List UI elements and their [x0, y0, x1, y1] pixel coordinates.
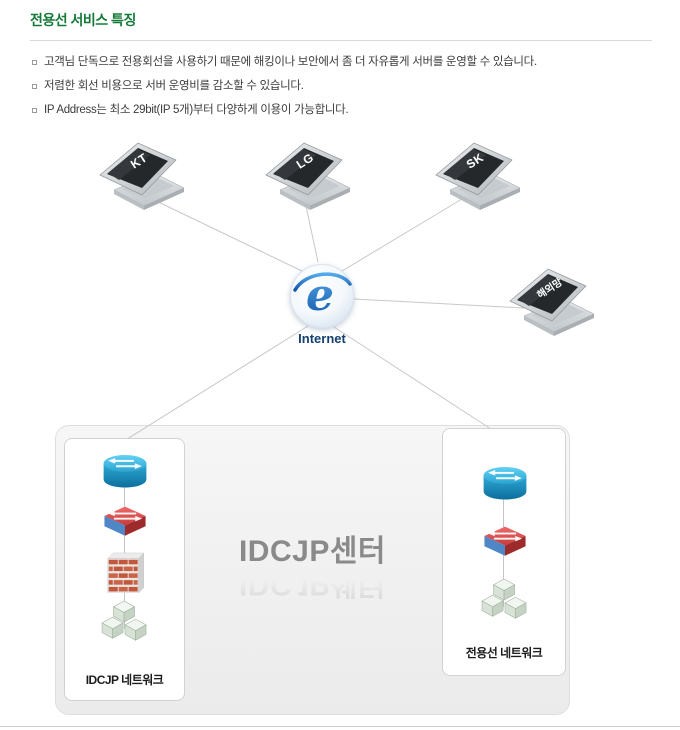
- vertical-connector: [124, 471, 125, 629]
- feature-text: 저렴한 회선 비용으로 서버 운영비를 감소할 수 있습니다.: [44, 80, 304, 92]
- center-title-text: IDCJP센터: [238, 535, 387, 568]
- switch-icon: [481, 523, 529, 561]
- feature-item: 고객님 단독으로 전용회선을 사용하기 때문에 해킹이나 보안에서 좀 더 자유…: [32, 50, 537, 74]
- page-header: 전용선 서비스 특징: [30, 10, 652, 41]
- feature-list: 고객님 단독으로 전용회선을 사용하기 때문에 해킹이나 보안에서 좀 더 자유…: [32, 50, 537, 122]
- center-title-reflection: IDCJP센터: [238, 568, 387, 601]
- router-icon: [480, 463, 530, 504]
- laptop-sk: SK: [434, 140, 520, 212]
- bullet-square-icon: [32, 83, 37, 89]
- internet-node: e: [289, 263, 355, 329]
- server-stack-icon: [481, 579, 529, 623]
- laptop-kt: KT: [98, 140, 184, 212]
- feature-text: IP Address는 최소 29bit(IP 5개)부터 다양하게 이용이 가…: [44, 104, 349, 116]
- idcjp-network-label: IDCJP 네트워크: [85, 673, 164, 687]
- bullet-square-icon: [32, 59, 37, 65]
- bottom-divider: [0, 726, 680, 727]
- dedicated-network-box: 전용선 네트워크: [442, 428, 566, 676]
- connector-line: [353, 298, 525, 309]
- feature-item: IP Address는 최소 29bit(IP 5개)부터 다양하게 이용이 가…: [32, 98, 537, 122]
- router-icon: [100, 451, 150, 492]
- connector-line: [305, 205, 319, 263]
- feature-text: 고객님 단독으로 전용회선을 사용하기 때문에 해킹이나 보안에서 좀 더 자유…: [44, 56, 537, 68]
- firewall-brick-icon: [106, 551, 144, 593]
- center-title: IDCJP센터 IDCJP센터: [190, 535, 435, 602]
- bullet-square-icon: [32, 107, 37, 113]
- dedicated-network-label: 전용선 네트워크: [465, 646, 543, 660]
- feature-item: 저렴한 회선 비용으로 서버 운영비를 감소할 수 있습니다.: [32, 74, 537, 98]
- switch-icon: [101, 503, 149, 541]
- page-title: 전용선 서비스 특징: [30, 12, 136, 28]
- laptop-lg: LG: [264, 140, 350, 212]
- server-stack-icon: [101, 601, 149, 645]
- idcjp-network-box: IDCJP 네트워크: [64, 438, 185, 701]
- internet-explorer-globe-icon: e: [290, 264, 354, 328]
- laptop-overseas: 해외망: [508, 266, 594, 338]
- internet-label: Internet: [298, 331, 346, 346]
